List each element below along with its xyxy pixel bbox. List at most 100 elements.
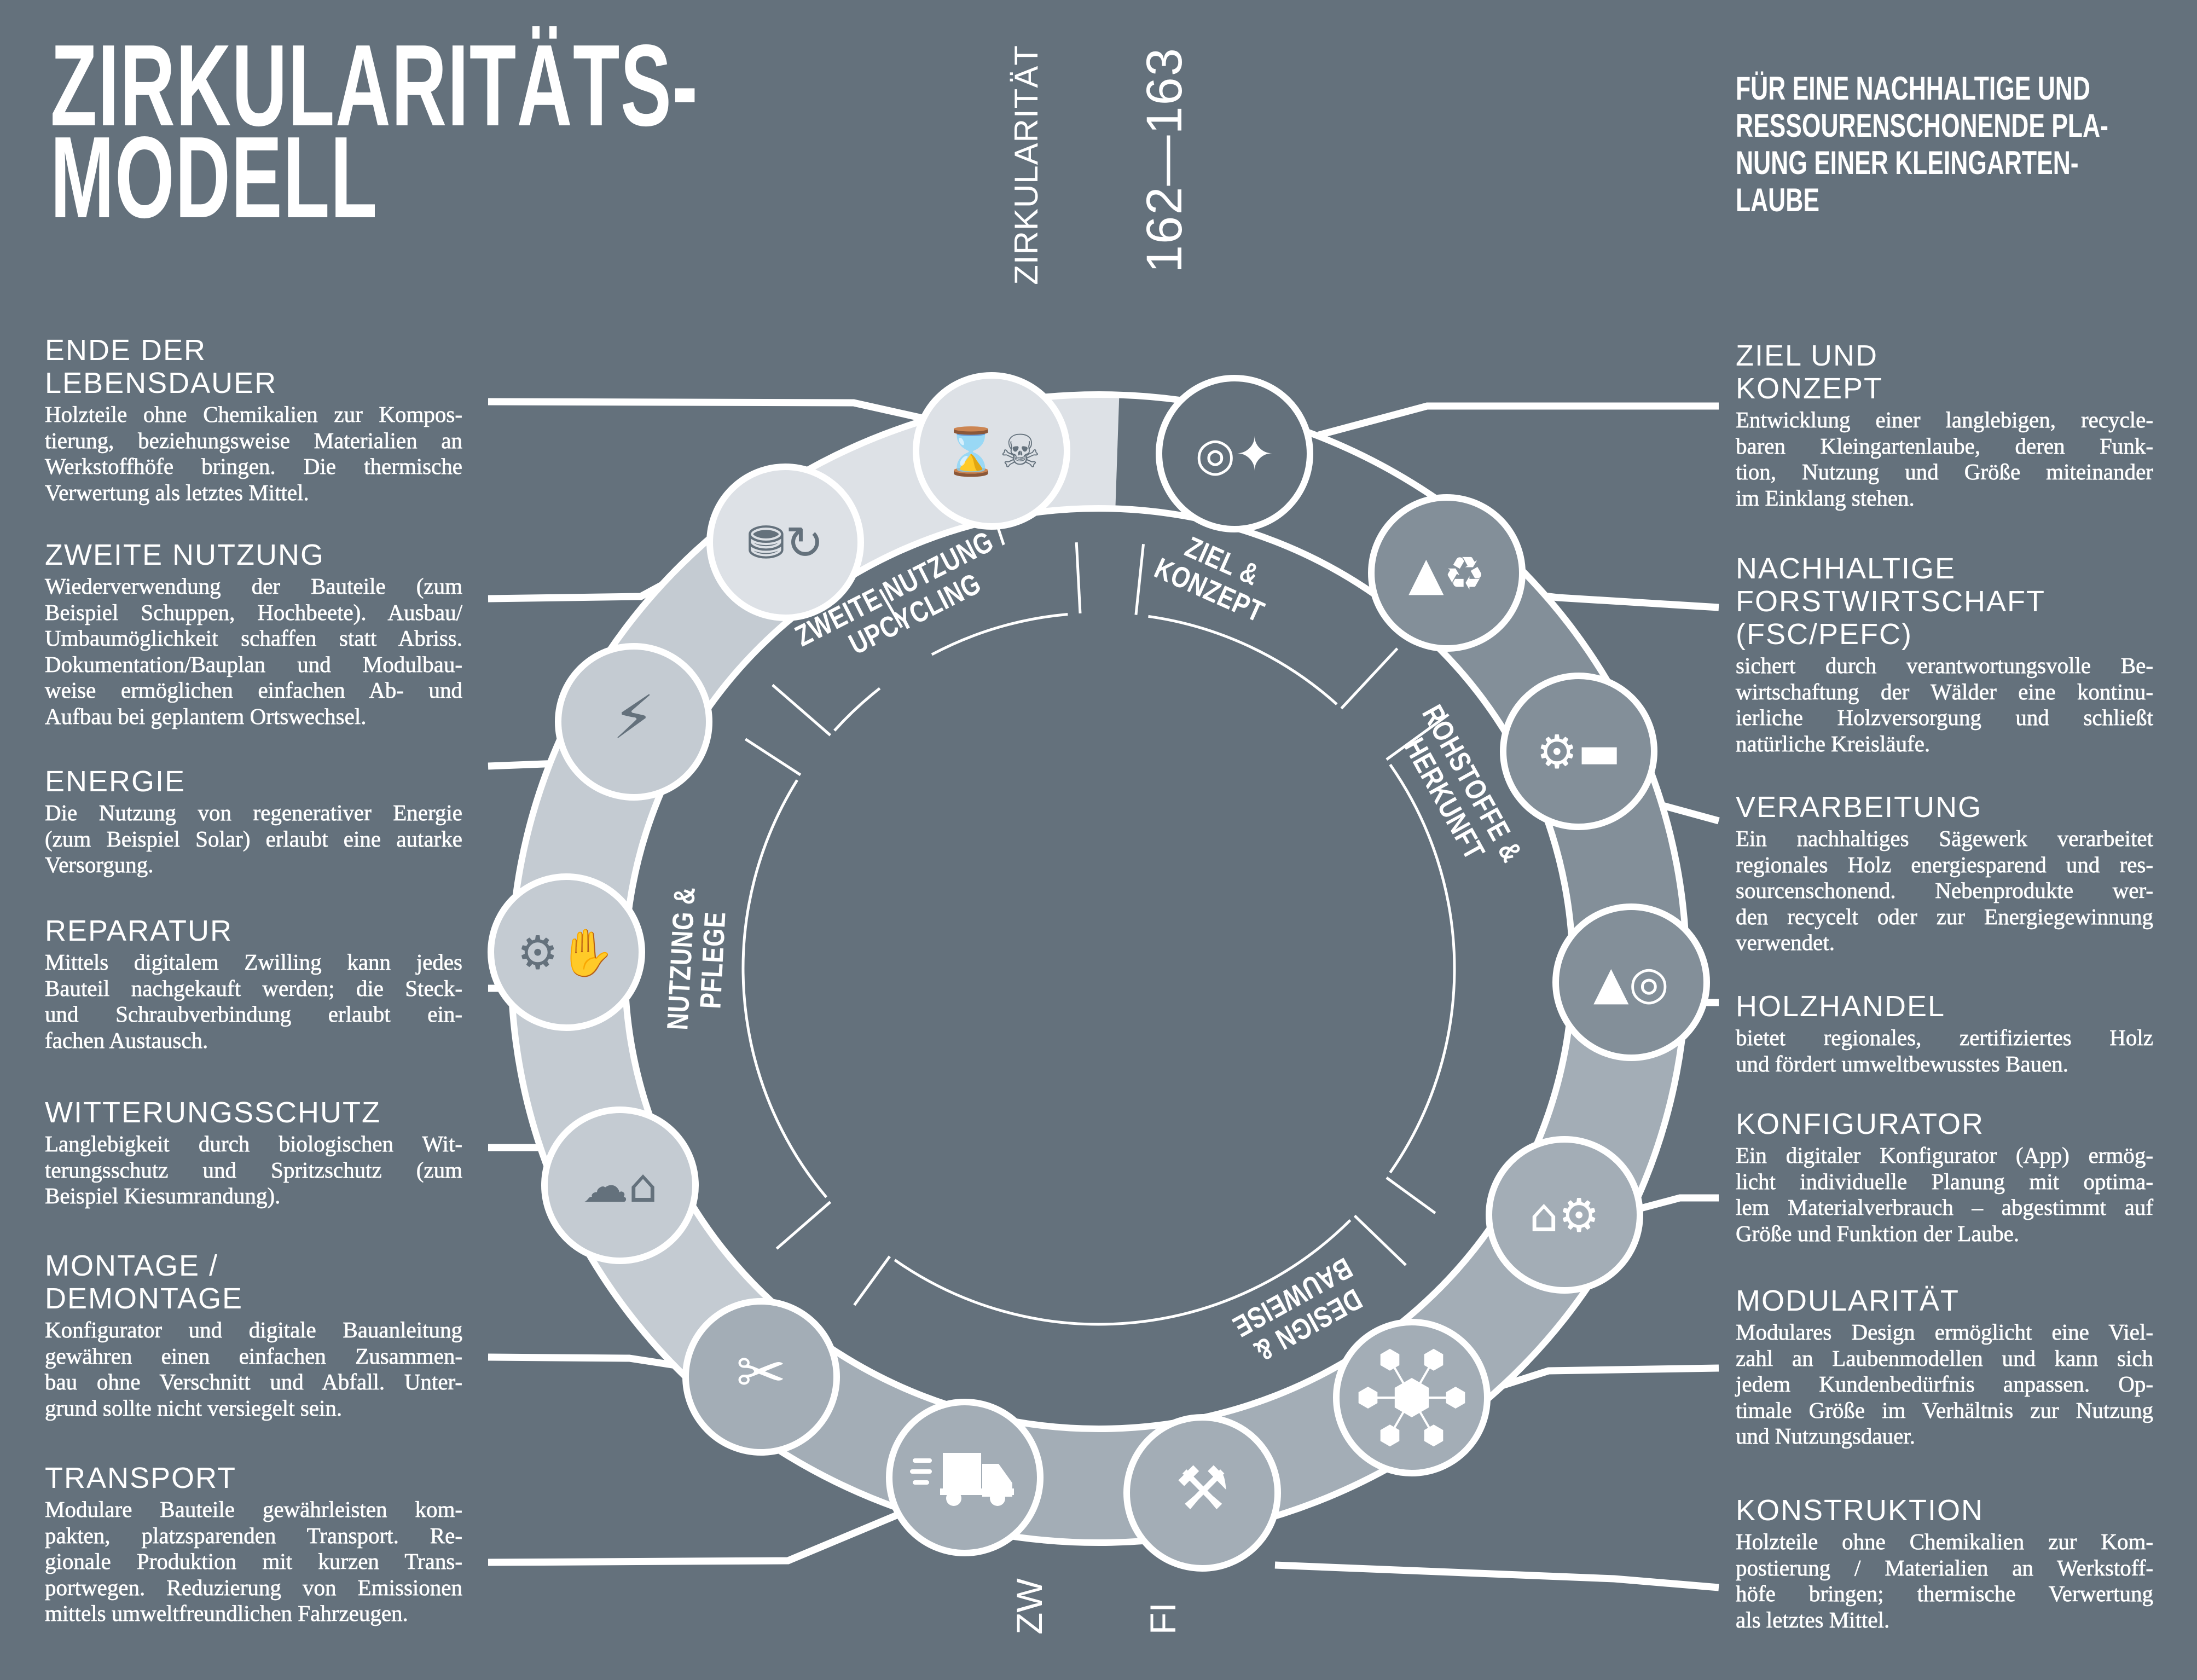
ring-node-target-lightbulb: ◎✦: [1156, 375, 1313, 532]
block-heading: ENERGIE: [45, 765, 186, 798]
block-heading: NACHHALTIGE: [1736, 552, 1956, 585]
ring-node-tree-recycle: ▲♻: [1368, 494, 1526, 652]
inner-circle-arc: [1148, 615, 1338, 705]
footer-fragment-left: ZW: [1011, 1578, 1047, 1635]
hourglass-skull-icon: ⌛☠: [942, 425, 1041, 478]
hexagon-modules-icon: [1358, 1348, 1465, 1447]
wrench-screwdriver-icon: ✂: [736, 1337, 786, 1407]
section-bracket-line: [853, 1255, 891, 1306]
gear-conveyor-icon: ⚙▬: [1537, 725, 1621, 779]
body-line: Beispiel Kiesumrandung).: [45, 1183, 281, 1209]
body-line: Größe und Funktion der Laube.: [1736, 1220, 2020, 1246]
block-body: Entwicklung einer langlebigen, recycle-b…: [1736, 407, 2154, 511]
body-line: Verwertung als letztes Mittel.: [45, 479, 309, 505]
inner-circle: [741, 542, 1456, 1326]
block-heading: MODULARITÄT: [1736, 1284, 1960, 1317]
leader-line-modularitaet: [1487, 1364, 1719, 1394]
ring-node-tree-logs: ▲◎: [1552, 903, 1710, 1061]
ring-node-truck: [886, 1399, 1044, 1556]
svg-text:▲◎: ▲◎: [1593, 956, 1669, 1010]
hand-gear-wrench-icon: ⚙✋: [517, 926, 616, 980]
subtitle: FÜR EINE NACHHALTIGE UND RESSOURENSCHONE…: [1736, 70, 2108, 219]
body-line: höfe bringen; thermische Verwertung: [1736, 1581, 2154, 1607]
body-line: weise ermöglichen einfachen Ab- und: [45, 677, 463, 703]
inner-circle-arc: [741, 779, 827, 1198]
body-line: Modulare Bauteile gewährleisten kom-: [45, 1497, 463, 1522]
page-numbers: 162—163: [1137, 47, 1192, 273]
ring-node-hammer-ruler: ⚒: [1123, 1414, 1281, 1572]
svg-text:⚡: ⚡: [612, 682, 654, 752]
inner-circle-arc: [931, 612, 1068, 656]
body-line: licht individuelle Planung mit optima-: [1736, 1168, 2154, 1194]
body-line: Modulares Design ermöglicht eine Viel-: [1736, 1319, 2154, 1345]
section-bracket-line: [1134, 544, 1145, 615]
section-bracket-line: [1386, 713, 1450, 761]
block-heading: VERARBEITUNG: [1736, 791, 1982, 824]
block-heading: ZWEITE NUTZUNG: [45, 538, 324, 571]
svg-text:⚒: ⚒: [1175, 1453, 1230, 1523]
node-circle: [1486, 1136, 1643, 1294]
block-body: Langlebigkeit durch biologischen Wit-ter…: [45, 1131, 463, 1209]
body-line: terungsschutz und Spritzschutz (zum: [45, 1157, 463, 1183]
body-line: im Einklang stehen.: [1736, 485, 1915, 511]
ring-node-monitor-house-gear: ⌂⚙: [1486, 1136, 1643, 1294]
body-line: lem Materialverbrauch – abgestimmt auf: [1736, 1195, 2154, 1220]
monitor-house-gear-icon: ⌂⚙: [1529, 1189, 1600, 1242]
body-line: Ein digitaler Konfigurator (App) ermög-: [1736, 1143, 2154, 1168]
body-line: zahl an Laubenmodellen und kann sich: [1736, 1345, 2154, 1371]
body-line: Versorgung.: [45, 852, 154, 878]
node-circle: [913, 372, 1070, 530]
body-line: gionale Produktion mit kurzen Trans-: [45, 1549, 463, 1574]
body-line: verwendet.: [1736, 930, 1835, 955]
body-line: Ein nachhaltiges Sägewerk verarbeitet: [1736, 826, 2154, 851]
subtitle-line: LAUBE: [1736, 182, 1819, 218]
body-line: Langlebigkeit durch biologischen Wit-: [45, 1131, 463, 1157]
block-heading: HOLZHANDEL: [1736, 990, 1946, 1023]
page-title-line-1: ZIRKULARITÄTS-: [50, 20, 699, 150]
block-heading: LEBENSDAUER: [45, 367, 277, 399]
ring-node-database-reuse: ⛃↻: [706, 464, 864, 621]
section-bracket-line: [1340, 647, 1399, 710]
block-heading: WITTERUNGSSCHUTZ: [45, 1096, 381, 1129]
block-heading: REPARATUR: [45, 914, 233, 947]
leader-line-ende: [488, 398, 926, 422]
body-line: portwegen. Reduzierung von Emissionen: [45, 1574, 463, 1600]
svg-text:⌛☠: ⌛☠: [942, 425, 1041, 478]
body-line: ierliche Holzversorgung und schließt: [1736, 705, 2154, 731]
block-heading: KONFIGURATOR: [1736, 1108, 1985, 1140]
block-heading: TRANSPORT: [45, 1462, 237, 1494]
block-body: Ein digitaler Konfigurator (App) ermög-l…: [1736, 1143, 2154, 1247]
body-line: Wiederverwendung der Bauteile (zum: [45, 573, 463, 599]
body-line: als letztes Mittel.: [1736, 1607, 1890, 1632]
svg-text:✂: ✂: [736, 1337, 786, 1407]
svg-text:▲♻: ▲♻: [1408, 547, 1485, 600]
node-circle: [541, 1107, 699, 1264]
body-line: und fördert umweltbewusstes Bauen.: [1736, 1051, 2069, 1076]
node-circle: [1500, 673, 1657, 830]
block-body: Holzteile ohne Chemikalien zur Kompos-ti…: [45, 402, 463, 506]
body-line: Dokumentation/Bauplan und Modulbau-: [45, 651, 463, 677]
body-line: jedem Kundenbedürfnis anpassen. Op-: [1736, 1371, 2154, 1397]
body-line: sourcenschonend. Nebenprodukte wer-: [1736, 878, 2154, 903]
body-line: sichert durch verantwortungsvolle Be-: [1736, 653, 2154, 679]
ring-node-hand-gear-wrench: ⚙✋: [488, 873, 645, 1031]
block-body: Modulares Design ermöglicht eine Viel-za…: [1736, 1319, 2154, 1450]
leader-line-konfigurator: [1636, 1194, 1719, 1213]
body-line: postierung / Materialien an Werkstoff-: [1736, 1555, 2154, 1580]
page-title-line-2: MODELL: [50, 112, 378, 242]
body-line: den recycelt oder zur Energiegewinnung: [1736, 903, 2154, 929]
body-line: mittels umweltfreundlichen Fahrzeugen.: [45, 1601, 408, 1626]
subtitle-line: RESSOURENSCHONENDE PLA-: [1736, 107, 2108, 144]
body-line: fachen Austausch.: [45, 1027, 208, 1053]
body-line: bietet regionales, zertifiziertes Holz: [1736, 1025, 2154, 1051]
